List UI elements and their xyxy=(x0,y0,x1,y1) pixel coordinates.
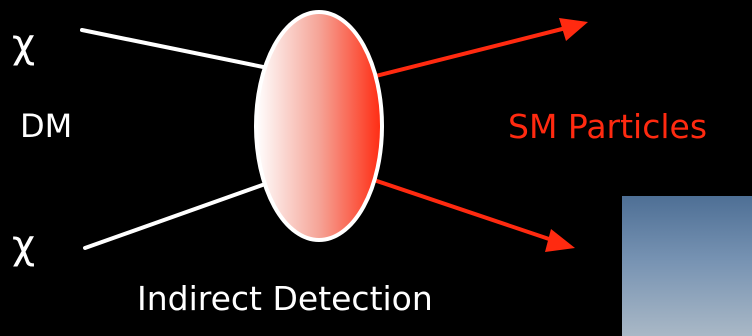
sm-particles-label: SM Particles xyxy=(508,110,707,143)
chi-label-bottom: χ xyxy=(12,225,35,265)
incoming-line-bottom xyxy=(85,183,268,248)
dm-label: DM xyxy=(20,110,72,142)
incoming-line-top xyxy=(82,30,268,68)
arrow-right-icon xyxy=(559,18,588,41)
chi-label-top: χ xyxy=(12,24,35,64)
sky-photo xyxy=(622,196,752,336)
arrow-right-icon xyxy=(545,229,575,252)
outgoing-line-top xyxy=(368,28,566,78)
outgoing-line-bottom xyxy=(368,178,552,240)
interaction-blob-icon xyxy=(256,12,382,240)
caption-indirect-detection: Indirect Detection xyxy=(137,282,433,315)
